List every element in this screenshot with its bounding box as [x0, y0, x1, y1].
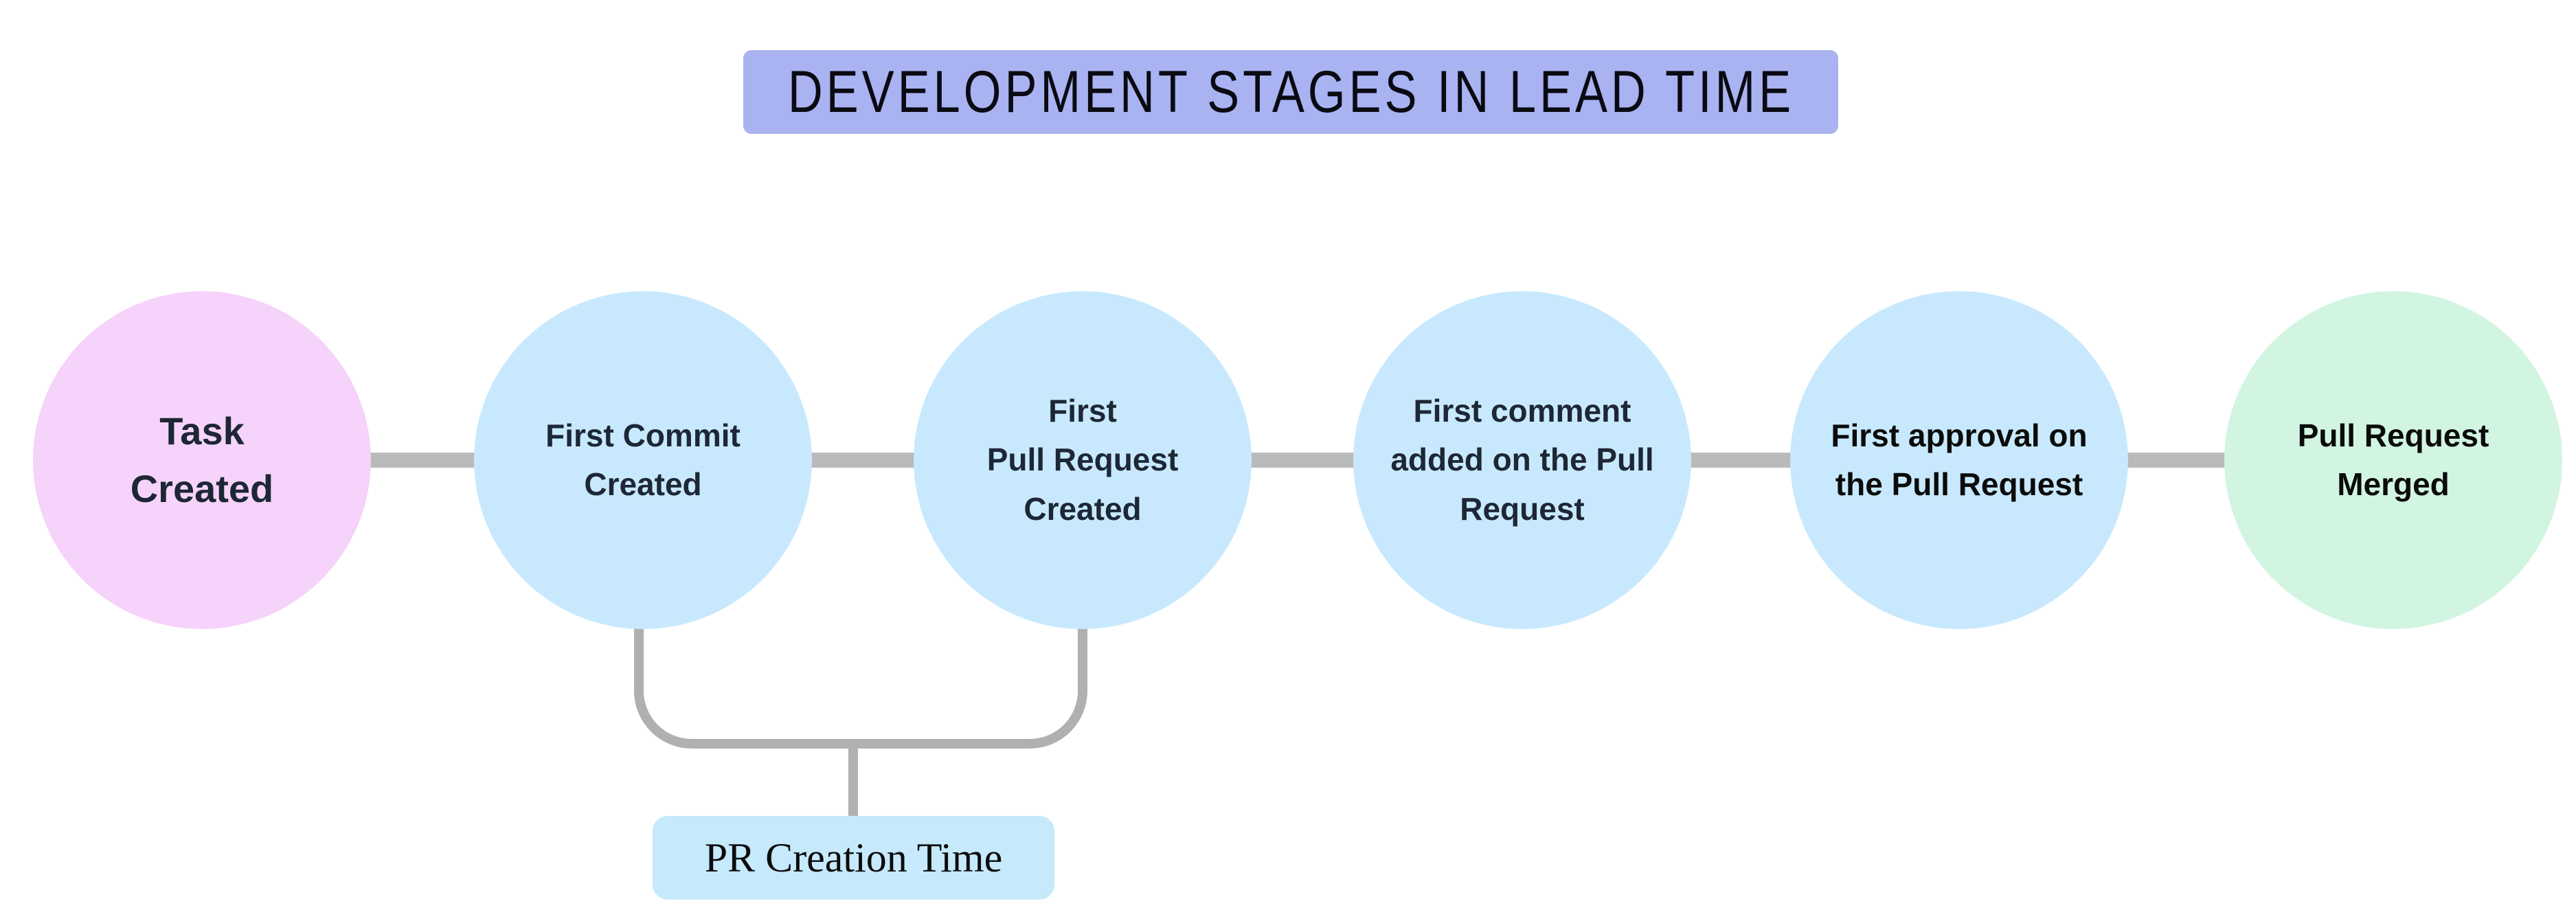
title-badge: DEVELOPMENT STAGES IN LEAD TIME — [743, 50, 1838, 134]
stage-label: Pull Request Merged — [2297, 417, 2489, 502]
stage-node-first-commit: First Commit Created — [474, 291, 812, 629]
stage-label: First comment added on the Pull Request — [1390, 393, 1654, 527]
stage-node-first-pull-request: First Pull Request Created — [914, 291, 1252, 629]
pr-creation-time-text: PR Creation Time — [704, 834, 1003, 880]
stage-node-first-comment: First comment added on the Pull Request — [1353, 291, 1691, 629]
stage-label: Task Created — [130, 409, 274, 510]
stage-label: First approval on the Pull Request — [1831, 417, 2088, 502]
stage-node-first-approval: First approval on the Pull Request — [1790, 291, 2128, 629]
stage-label: First Pull Request Created — [986, 393, 1179, 527]
bracket — [634, 628, 1087, 749]
stage-label: First Commit Created — [545, 417, 741, 502]
page-title: DEVELOPMENT STAGES IN LEAD TIME — [787, 58, 1794, 125]
bracket-stem — [848, 742, 858, 819]
pr-creation-time-label: PR Creation Time — [653, 816, 1054, 900]
stage-node-task-created: Task Created — [33, 291, 371, 629]
stage-node-pull-request-merged: Pull Request Merged — [2224, 291, 2562, 629]
